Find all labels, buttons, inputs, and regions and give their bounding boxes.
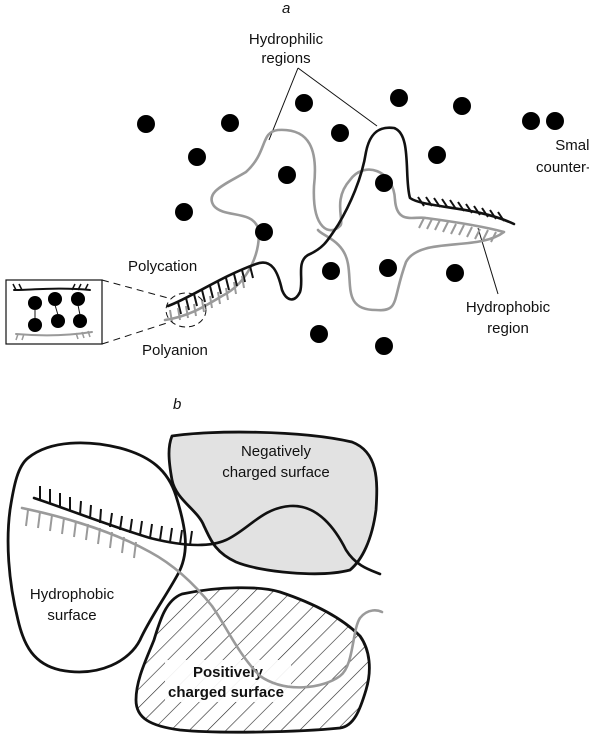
plus-ion	[446, 264, 464, 282]
inset-polyanion-teeth	[15, 330, 91, 341]
hydrophobic-surface	[6, 441, 187, 674]
inset-polycation-teeth	[12, 283, 89, 291]
plus-ion	[379, 259, 397, 277]
hydrophobic-teeth-polycation-left	[177, 265, 254, 315]
minus-ion	[322, 262, 340, 280]
hydrophilic-label-line1: Hydrophilic	[249, 31, 324, 48]
inset-polycation	[13, 287, 91, 291]
hydrophilic-pointer-lines	[268, 67, 378, 141]
counter-ion-legend-minus	[546, 112, 564, 130]
counter-ions-label-line1: Small	[555, 137, 589, 154]
polycation-chain-b	[32, 496, 382, 576]
hydrophobic-teeth-polyanion-left	[169, 275, 245, 323]
hydrophobic-teeth-polycation-b	[39, 486, 193, 546]
hydrophobic-pointer-line	[477, 227, 499, 295]
plus-ion	[295, 94, 313, 112]
hydrophobic-surface-label-line2: surface	[47, 607, 96, 624]
inset-ion-pair-links	[34, 304, 81, 318]
panel-b-label: b	[173, 396, 181, 413]
polyanion-chain-b	[20, 506, 384, 689]
zoom-ellipse	[165, 292, 207, 328]
plus-ion	[175, 203, 193, 221]
hydrophobic-teeth-polycation-right	[417, 196, 505, 222]
plus-ion	[310, 325, 328, 343]
plus-ion	[188, 148, 206, 166]
polyanion-chain	[163, 128, 506, 322]
plus-ion	[137, 115, 155, 133]
polycation-chain	[166, 126, 516, 308]
inset-plus-ion	[47, 291, 63, 307]
polyanion-label: Polyanion	[142, 342, 208, 359]
polycation-label: Polycation	[128, 258, 197, 275]
inset-plus-ion	[27, 295, 43, 311]
zoom-connector-lines	[101, 279, 171, 345]
counter-ions-label-line2: counter-ions	[536, 159, 589, 176]
minus-ion	[331, 124, 349, 142]
plus-ion	[375, 337, 393, 355]
positively-charged-surface	[134, 586, 371, 734]
positive-surface-label-line1: Positively	[193, 664, 264, 681]
plus-ion	[221, 114, 239, 132]
inset-minus-ion	[72, 313, 88, 329]
minus-ion	[278, 166, 296, 184]
minus-ion	[390, 89, 408, 107]
hydrophobic-region-label-line1: Hydrophobic	[466, 299, 551, 316]
hydrophobic-region-label-line2: region	[487, 320, 529, 337]
inset-plus-ion	[70, 291, 86, 307]
positive-surface-label-line2: charged surface	[168, 684, 284, 701]
inset-polyanion	[15, 331, 93, 337]
negative-surface-label-line1: Negatively	[241, 443, 312, 460]
counter-ion-legend-plus	[522, 112, 540, 130]
negatively-charged-surface	[167, 430, 379, 576]
hydrophobic-teeth-polyanion-right	[418, 217, 497, 243]
minus-ion	[375, 174, 393, 192]
hydrophobic-surface-label-line1: Hydrophobic	[30, 586, 115, 603]
inset-minus-ion	[50, 313, 66, 329]
minus-ion	[428, 146, 446, 164]
minus-ion	[453, 97, 471, 115]
hydrophobic-teeth-polyanion-b	[25, 509, 137, 559]
hydrophilic-label-line2: regions	[261, 50, 310, 67]
negative-surface-label-line2: charged surface	[222, 464, 330, 481]
minus-ion	[255, 223, 273, 241]
inset-minus-ion	[27, 317, 43, 333]
panel-a-label: a	[282, 0, 290, 17]
